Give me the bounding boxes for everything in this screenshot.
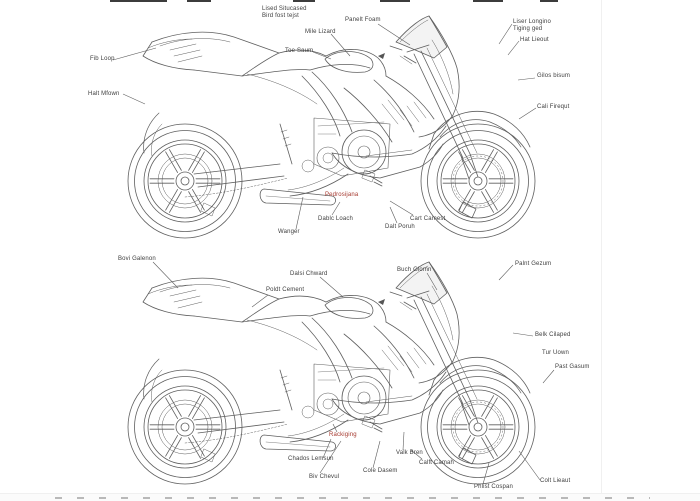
cropped-content-dash xyxy=(540,0,558,2)
motorcycle-line-art-bottom xyxy=(82,252,562,497)
cropped-content-strip xyxy=(0,493,700,501)
cropped-content-dash xyxy=(293,0,315,2)
motorcycle-diagram-top xyxy=(82,6,562,251)
page-edge-line xyxy=(601,0,602,500)
cropped-content-dash xyxy=(380,0,410,2)
motorcycle-diagram-bottom xyxy=(82,252,562,497)
cropped-thumbnail-dashes xyxy=(55,497,650,499)
cropped-content-dash xyxy=(110,0,167,2)
cropped-content-dash xyxy=(473,0,503,2)
cropped-content-dash xyxy=(187,0,211,2)
motorcycle-line-art-top xyxy=(82,6,562,251)
